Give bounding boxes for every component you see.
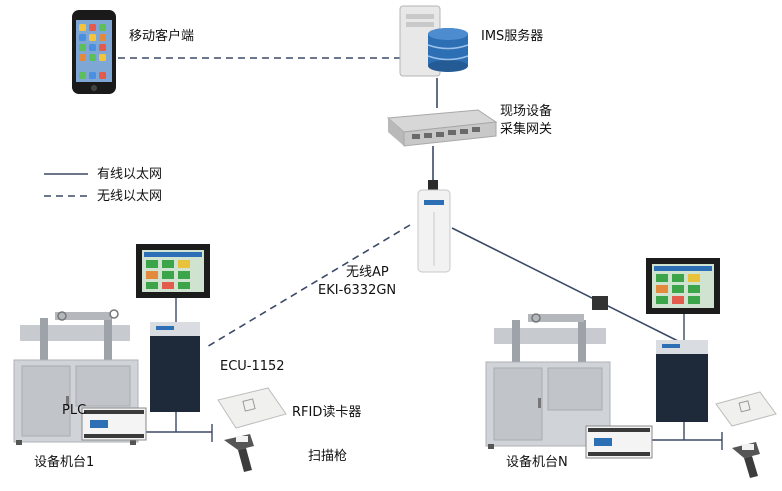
mobile-phone-icon xyxy=(72,10,116,94)
database-icon xyxy=(427,28,469,72)
machine-n xyxy=(485,258,777,478)
gateway-label-line2: 采集网关 xyxy=(500,121,552,137)
ecu-cabinet-1-icon xyxy=(150,322,200,412)
server-icon xyxy=(399,5,469,77)
machine-1-label: 设备机台1 xyxy=(34,454,94,470)
gateway-label-line1: 现场设备 xyxy=(500,103,552,119)
legend-wireless-label: 无线以太网 xyxy=(97,189,162,204)
legend-wired-label: 有线以太网 xyxy=(97,167,162,182)
ecu-cabinet-n-icon xyxy=(656,340,708,422)
ap-label-line1: 无线AP xyxy=(346,265,389,280)
plc-1-icon xyxy=(81,407,147,441)
hmi-screen-1-icon xyxy=(136,244,210,298)
ims-server-label: IMS服务器 xyxy=(481,28,543,44)
legend: 有线以太网 无线以太网 xyxy=(44,167,162,204)
machine-1 xyxy=(13,244,287,472)
wireless-link-ap-ecu1 xyxy=(204,224,411,349)
connections xyxy=(118,57,723,450)
wireless-ap-icon xyxy=(417,180,451,273)
plc-label: PLC xyxy=(62,403,86,418)
barcode-scanner-n-icon xyxy=(732,442,760,478)
machine-n-body-icon xyxy=(485,296,611,449)
wired-link-ap-machineN xyxy=(451,227,681,343)
plc-n-icon xyxy=(585,425,653,459)
rfid-reader-n-icon xyxy=(715,391,777,427)
gateway-icon xyxy=(386,109,498,147)
barcode-scanner-1-icon xyxy=(224,434,254,472)
ap-label-line2: EKI-6332GN xyxy=(318,283,396,298)
rfid-label: RFID读卡器 xyxy=(292,405,361,420)
rfid-reader-1-icon xyxy=(217,387,287,429)
ecu-label: ECU-1152 xyxy=(220,359,285,374)
machine-n-label: 设备机台N xyxy=(506,454,568,470)
scanner-label: 扫描枪 xyxy=(308,448,347,464)
hmi-screen-n-icon xyxy=(646,258,720,314)
mobile-client-label: 移动客户端 xyxy=(129,28,194,44)
